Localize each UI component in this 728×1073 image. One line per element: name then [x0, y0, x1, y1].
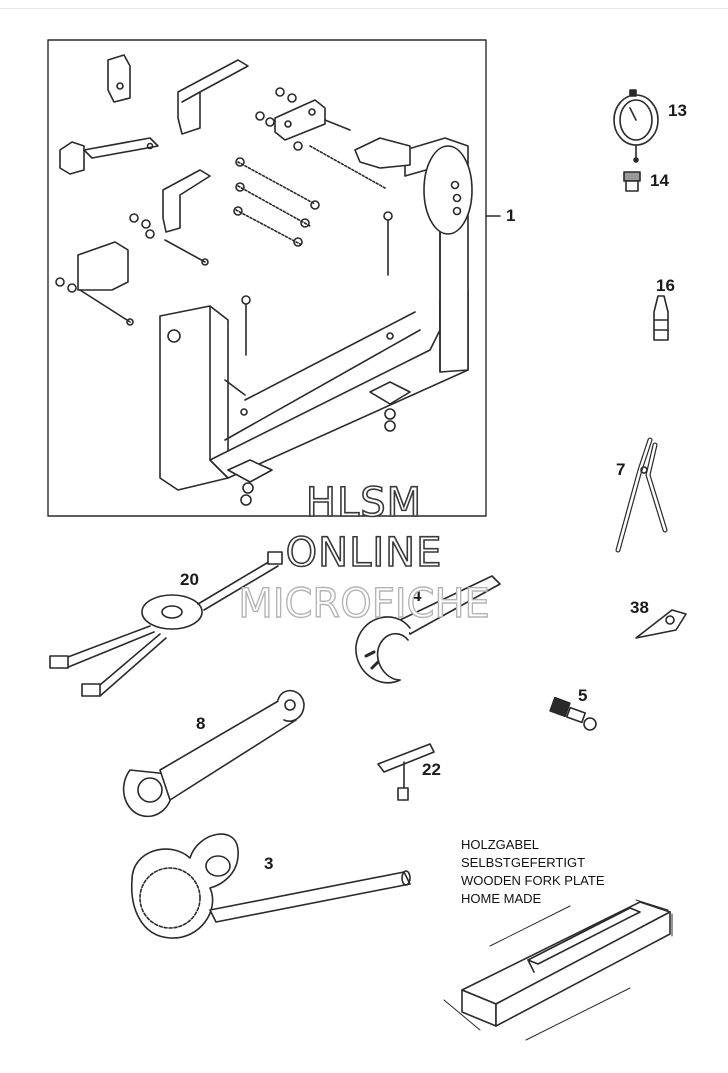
hinge-bracket [255, 87, 351, 151]
bar-with-tube [59, 137, 159, 175]
hook-wrench [355, 575, 501, 684]
callout-4: 4 [412, 586, 422, 605]
clutch-holder [130, 833, 411, 939]
callout-22: 22 [422, 760, 441, 779]
gauge-38 [635, 609, 687, 639]
callout-7: 7 [616, 460, 626, 479]
top-divider [0, 8, 728, 9]
callout-38: 38 [630, 598, 649, 617]
circlip-pliers [615, 437, 668, 553]
bracket-lower-left [55, 241, 134, 326]
callout-3: 3 [264, 854, 274, 873]
nuts-bolt-middle [129, 213, 209, 266]
callout-20: 20 [180, 570, 199, 589]
callout-8: 8 [196, 714, 206, 733]
stand-frame [159, 137, 473, 491]
callout-14: 14 [650, 171, 669, 190]
note-line-3: WOODEN FORK PLATE [461, 873, 605, 888]
watermark-line-2: ONLINE [285, 529, 443, 577]
wooden-fork-plate [443, 899, 673, 1041]
tool-22 [377, 743, 435, 801]
callout-1: 1 [506, 206, 516, 225]
tool-5 [549, 696, 597, 731]
foot-plate-right [369, 381, 411, 432]
dial-gauge [613, 89, 659, 163]
threaded-rods [233, 145, 386, 247]
gauge-adapter [623, 171, 641, 192]
bracket-l-top [177, 59, 249, 135]
callout-5: 5 [578, 686, 588, 705]
callout-16: 16 [656, 276, 675, 295]
bracket-small-top [107, 54, 131, 103]
bracket-l-middle [162, 169, 211, 233]
holding-wrench [122, 689, 305, 818]
puller-tool [49, 551, 283, 697]
thread-lock-bottle [653, 295, 669, 341]
note-line-4: HOME MADE [461, 891, 542, 906]
note-line-1: HOLZGABEL [461, 837, 540, 852]
watermark-line-3: MICROFICHE [237, 580, 490, 627]
foot-plate-left [227, 459, 273, 506]
bolts-vertical [241, 211, 393, 356]
watermark-line-1: HLSM [305, 479, 423, 527]
callout-13: 13 [668, 101, 687, 120]
assembly-frame [47, 39, 487, 517]
note-line-2: SELBSTGEFERTIGT [461, 855, 586, 870]
